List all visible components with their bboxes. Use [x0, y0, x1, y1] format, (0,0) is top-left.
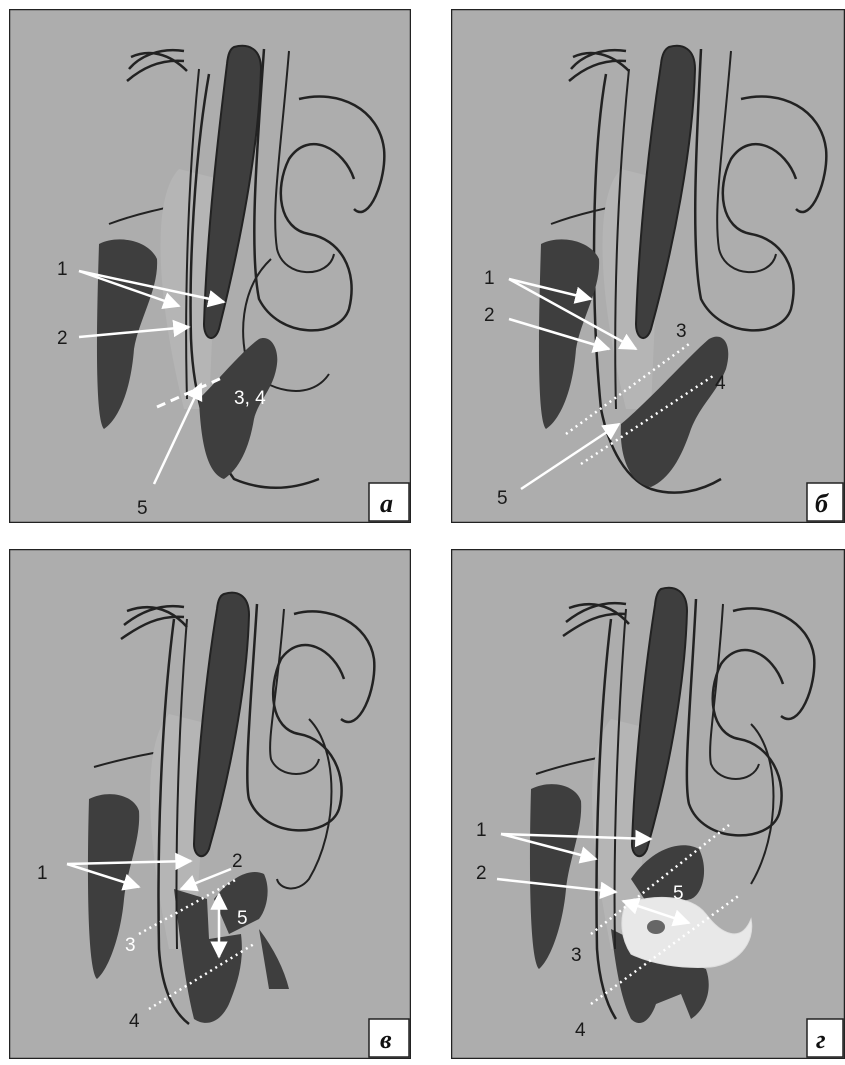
- panel-d: 1 2 3 4 5 г: [451, 549, 845, 1063]
- label-1: 1: [484, 268, 495, 289]
- label-5: 5: [237, 908, 248, 929]
- panel-letter: б: [815, 489, 829, 518]
- label-2: 2: [476, 863, 487, 884]
- label-2: 2: [484, 305, 495, 326]
- label-5: 5: [497, 488, 508, 509]
- label-1: 1: [37, 863, 48, 884]
- label-4: 4: [129, 1011, 140, 1032]
- panel-b: 1 2 3 4 5 б: [451, 9, 845, 523]
- panel-letter: в: [380, 1025, 392, 1054]
- label-2: 2: [57, 328, 68, 349]
- label-3: 3: [571, 945, 582, 966]
- panel-c: 1 2 3 4 5 в: [9, 549, 411, 1063]
- label-1: 1: [476, 820, 487, 841]
- label-3-4: 3, 4: [234, 388, 266, 409]
- label-5: 5: [673, 883, 684, 904]
- panel-letter: г: [816, 1025, 826, 1054]
- label-2: 2: [232, 851, 243, 872]
- panel-letter: а: [380, 489, 393, 518]
- label-1: 1: [57, 259, 68, 280]
- label-5: 5: [137, 498, 148, 519]
- label-3: 3: [125, 935, 136, 956]
- panel-a: 1 2 3, 4 5 а: [9, 9, 411, 523]
- label-4: 4: [715, 373, 726, 394]
- label-4: 4: [575, 1020, 586, 1041]
- label-3: 3: [676, 321, 687, 342]
